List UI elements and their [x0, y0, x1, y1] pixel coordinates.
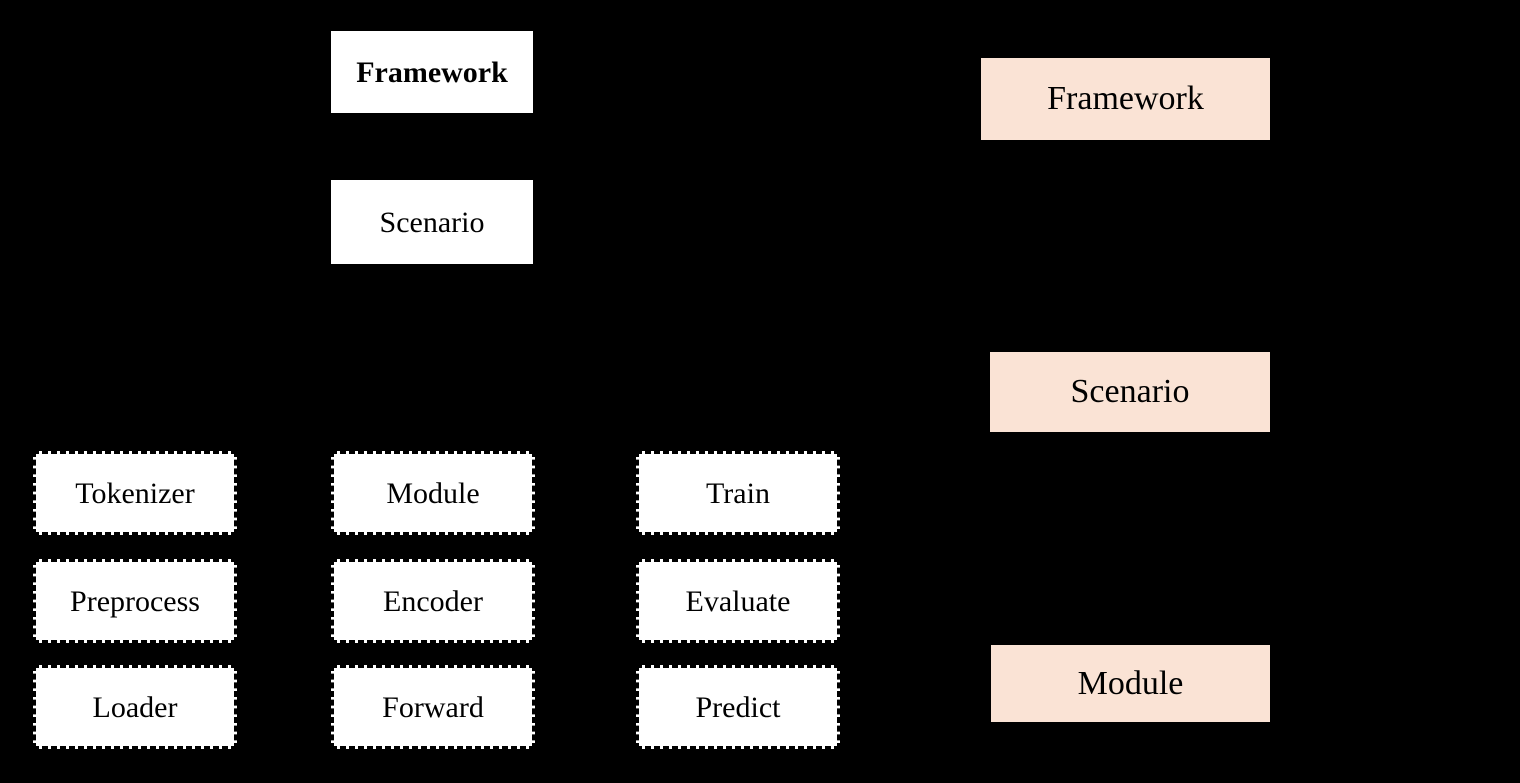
- node-label-cell-module: Module: [386, 476, 480, 510]
- node-label-cell-evaluate: Evaluate: [685, 584, 791, 618]
- node-label-panel-module: Module: [1077, 664, 1184, 702]
- node-panel-scenario[interactable]: Scenario: [990, 352, 1270, 432]
- node-panel-module[interactable]: Module: [991, 645, 1270, 722]
- node-cell-encoder[interactable]: Encoder: [331, 559, 535, 643]
- node-label-panel-framework: Framework: [1047, 80, 1204, 118]
- node-label-cell-forward: Forward: [382, 690, 484, 724]
- node-label-legend-scenario: Scenario: [379, 205, 485, 239]
- node-label-cell-preprocess: Preprocess: [70, 584, 200, 618]
- node-cell-module[interactable]: Module: [331, 451, 535, 535]
- node-label-panel-scenario: Scenario: [1070, 373, 1190, 411]
- node-cell-tokenizer[interactable]: Tokenizer: [33, 451, 237, 535]
- node-label-cell-encoder: Encoder: [383, 584, 483, 618]
- node-cell-loader[interactable]: Loader: [33, 665, 237, 749]
- node-cell-train[interactable]: Train: [636, 451, 840, 535]
- node-label-cell-tokenizer: Tokenizer: [75, 476, 195, 510]
- node-label-cell-loader: Loader: [92, 690, 178, 724]
- node-label-cell-predict: Predict: [695, 690, 781, 724]
- node-legend-framework[interactable]: Framework: [331, 31, 533, 113]
- node-legend-scenario[interactable]: Scenario: [331, 180, 533, 264]
- node-label-legend-framework: Framework: [356, 55, 508, 89]
- node-cell-evaluate[interactable]: Evaluate: [636, 559, 840, 643]
- node-label-cell-train: Train: [706, 476, 770, 510]
- node-cell-preprocess[interactable]: Preprocess: [33, 559, 237, 643]
- node-panel-framework[interactable]: Framework: [981, 58, 1270, 140]
- node-cell-predict[interactable]: Predict: [636, 665, 840, 749]
- node-cell-forward[interactable]: Forward: [331, 665, 535, 749]
